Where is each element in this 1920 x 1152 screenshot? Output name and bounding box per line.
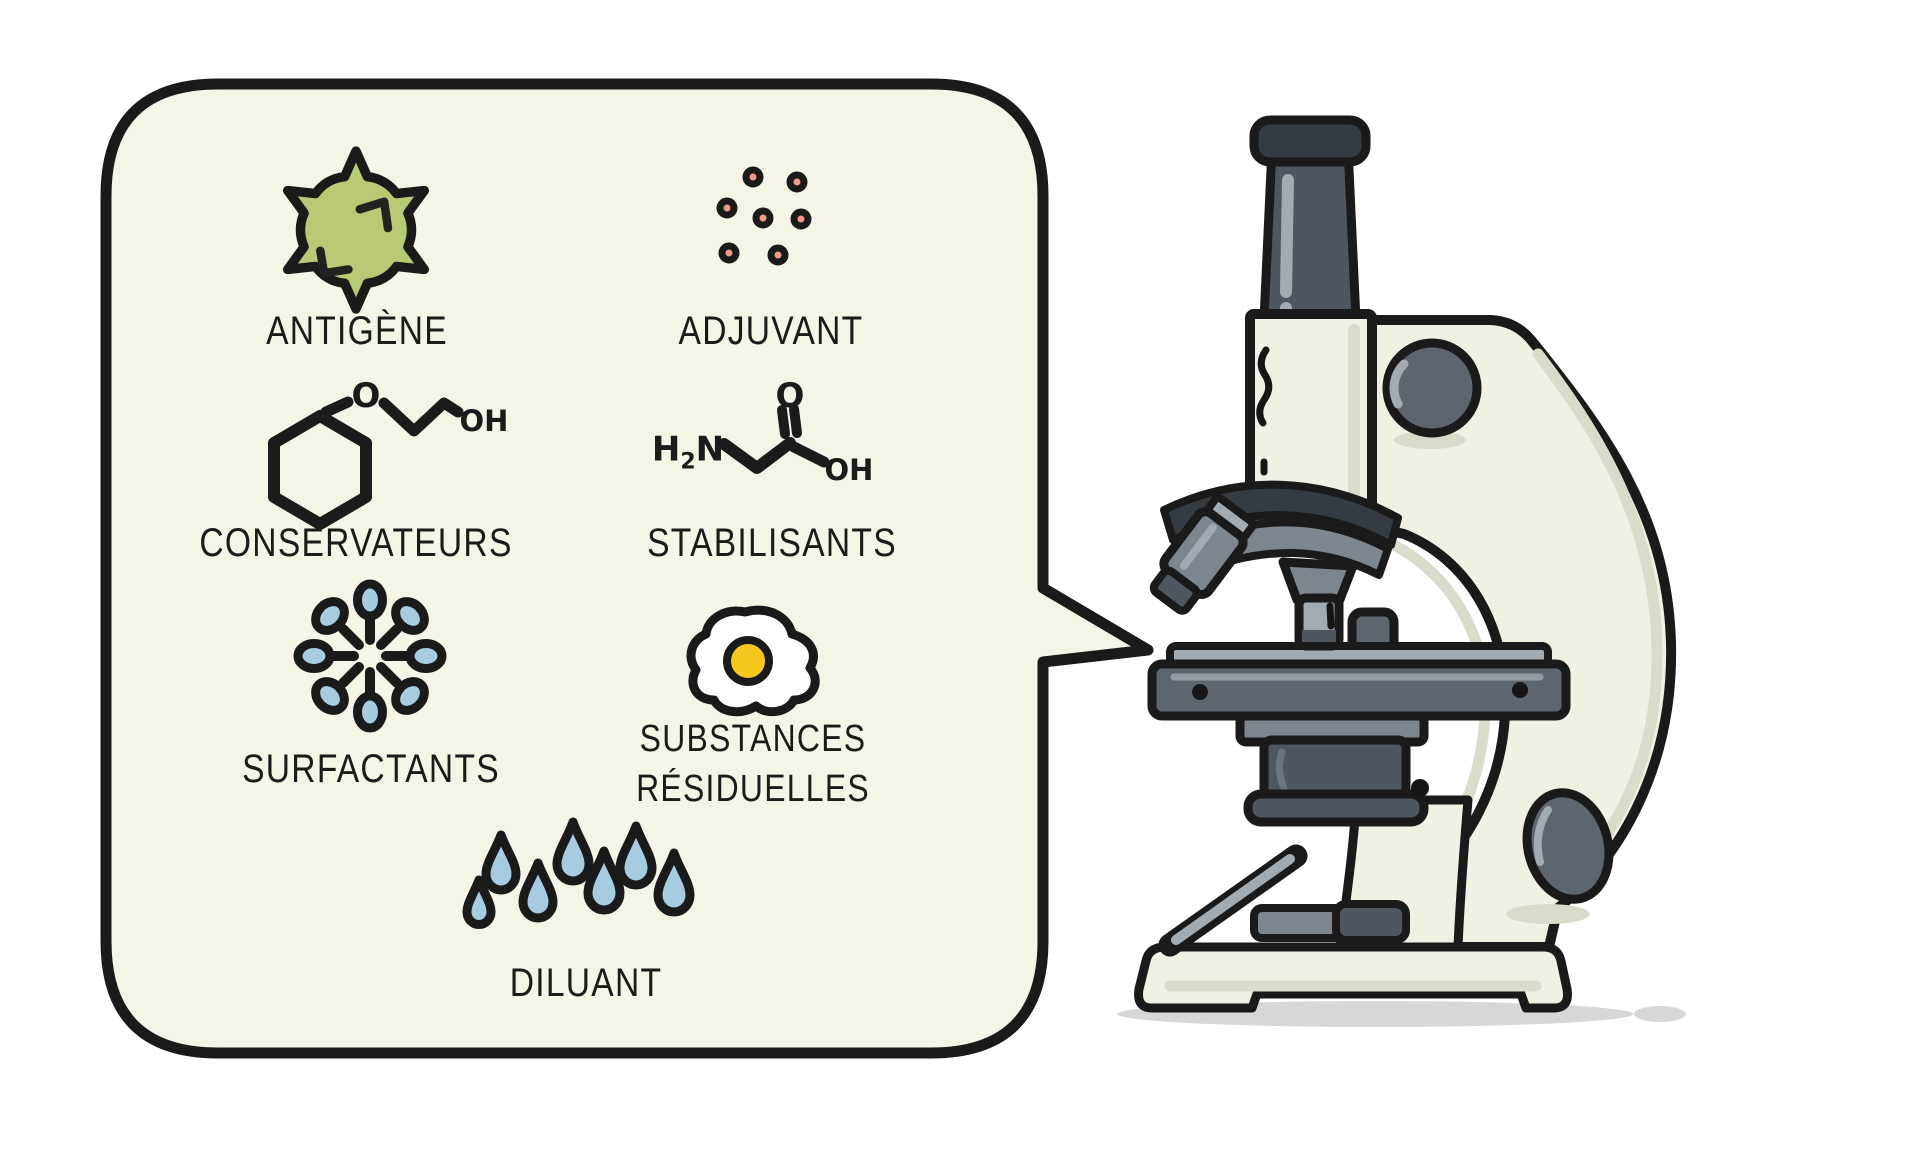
fried-egg-icon — [686, 605, 820, 717]
label-substances-line2: RÉSIDUELLES — [636, 768, 870, 810]
microscope-base — [1134, 942, 1572, 1013]
mirror-lever — [1158, 844, 1308, 957]
glycine-structure-icon — [718, 404, 830, 474]
label-conservateurs: CONSERVATEURS — [199, 521, 513, 565]
objective-lens-center — [1294, 593, 1344, 651]
particles-icon — [716, 166, 812, 266]
phenoxyethanol-structure-icon — [268, 396, 464, 530]
ether-oxygen-symbol: O — [351, 376, 381, 416]
amine-group-symbol: H2N — [651, 429, 725, 475]
carboxyl-oh-symbol: OH — [824, 453, 874, 487]
micelle-icon — [293, 579, 447, 733]
water-drops-icon — [462, 817, 695, 929]
label-substances-residuelles: SUBSTANCES RÉSIDUELLES — [636, 714, 870, 814]
egg-yolk — [723, 636, 773, 686]
eyepiece — [1249, 115, 1371, 325]
condenser — [1235, 709, 1429, 827]
carbonyl-oxygen-symbol: O — [775, 376, 805, 416]
label-adjuvant: ADJUVANT — [678, 309, 864, 353]
label-surfactants: SURFACTANTS — [242, 747, 500, 791]
label-antigene: ANTIGÈNE — [266, 309, 448, 353]
fine-focus-knob — [1522, 788, 1614, 904]
microscope-illustration — [1117, 115, 1686, 1027]
objective-lens-left — [1149, 494, 1257, 615]
hydroxyl-symbol: OH — [459, 404, 509, 438]
coarse-focus-knob — [1382, 338, 1482, 438]
virus-icon — [282, 146, 430, 314]
label-substances-line1: SUBSTANCES — [639, 718, 867, 760]
label-diluant: DILUANT — [509, 961, 663, 1005]
speech-bubble — [100, 78, 1154, 1059]
stage — [1147, 607, 1571, 721]
label-stabilisants: STABILISANTS — [647, 521, 897, 565]
